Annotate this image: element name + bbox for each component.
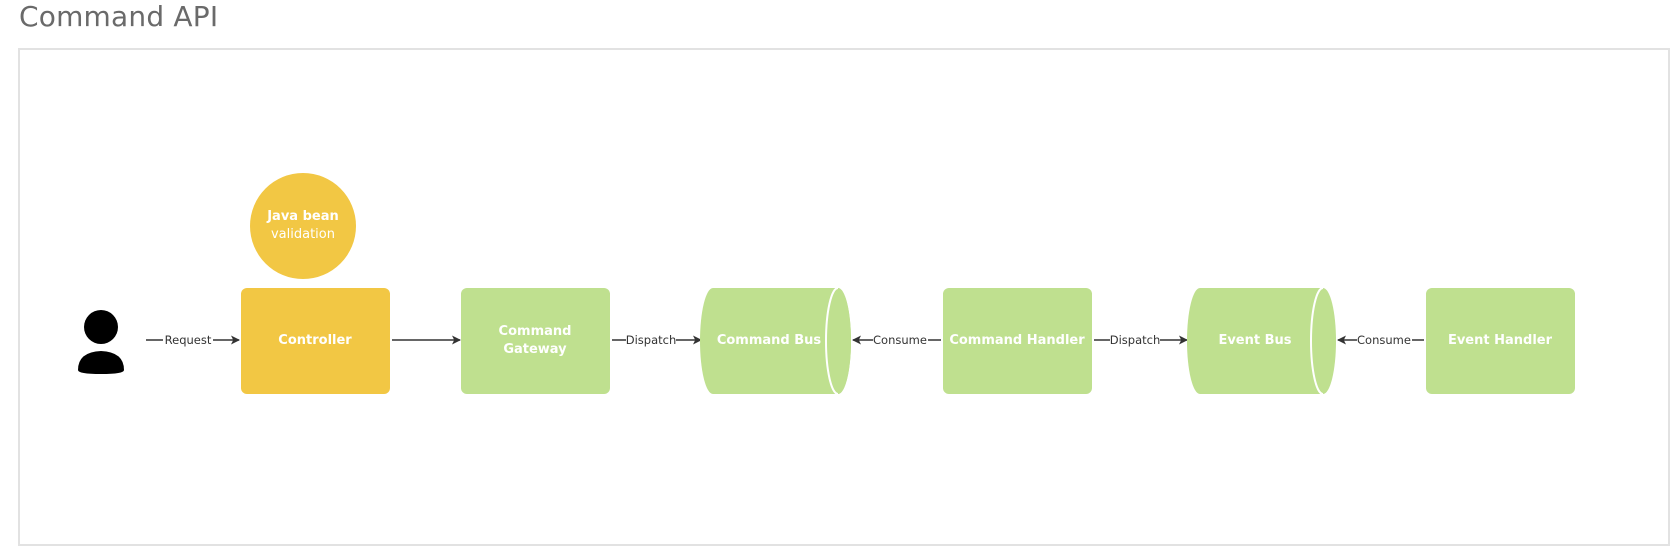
validation-subtitle: validation xyxy=(271,227,335,242)
edge-label-request: Request xyxy=(165,333,212,347)
edge-dispatch-1: Dispatch xyxy=(612,331,702,349)
event-bus-node: Event Bus xyxy=(1187,287,1336,395)
command-bus-node: Command Bus xyxy=(700,287,851,395)
edge-label-dispatch-2: Dispatch xyxy=(1110,333,1161,347)
edge-request: Request xyxy=(146,331,240,349)
event-handler-label: Event Handler xyxy=(1448,333,1553,348)
command-handler-node: Command Handler xyxy=(943,288,1092,394)
validation-title: Java bean xyxy=(266,209,339,224)
gateway-label-line1: Command xyxy=(499,324,572,339)
command-gateway-node: Command Gateway xyxy=(461,288,610,394)
command-bus-label: Command Bus xyxy=(717,333,822,348)
command-handler-label: Command Handler xyxy=(949,333,1085,348)
validation-node: Java bean validation xyxy=(250,173,356,279)
edge-consume-2: Consume xyxy=(1337,331,1424,349)
page-title: Command API xyxy=(19,0,219,33)
controller-node: Controller xyxy=(241,288,390,394)
gateway-label-line2: Gateway xyxy=(503,342,567,357)
user-icon xyxy=(78,310,124,374)
edge-label-dispatch-1: Dispatch xyxy=(626,333,677,347)
controller-label: Controller xyxy=(278,333,352,348)
edge-label-consume-1: Consume xyxy=(873,333,927,347)
event-bus-label: Event Bus xyxy=(1218,333,1291,348)
event-handler-node: Event Handler xyxy=(1426,288,1575,394)
edge-label-consume-2: Consume xyxy=(1357,333,1411,347)
edge-consume-1: Consume xyxy=(852,331,941,349)
edge-dispatch-2: Dispatch xyxy=(1094,331,1188,349)
